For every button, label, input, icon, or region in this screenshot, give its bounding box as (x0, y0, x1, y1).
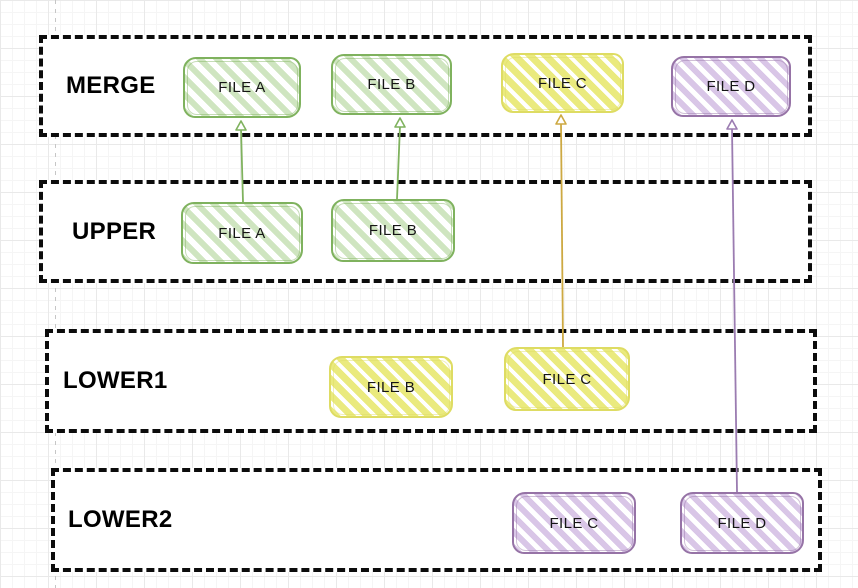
file-box-merge-file-d[interactable]: FILE D (671, 56, 791, 117)
file-box-upper-file-b[interactable]: FILE B (331, 199, 455, 262)
file-label: FILE B (367, 76, 416, 93)
file-box-lower2-file-c[interactable]: FILE C (512, 492, 636, 554)
file-label: FILE B (366, 378, 416, 396)
file-box-upper-file-a[interactable]: FILE A (181, 202, 303, 264)
layer-label-merge: MERGE (66, 72, 156, 99)
page-guide-line (55, 0, 56, 588)
layer-label-lower2: LOWER2 (68, 506, 173, 533)
layer-label-upper: UPPER (72, 217, 157, 245)
file-box-lower2-file-d[interactable]: FILE D (680, 492, 804, 554)
file-box-merge-file-a[interactable]: FILE A (183, 57, 301, 118)
file-label: FILE C (542, 370, 592, 388)
file-label: FILE A (218, 224, 266, 242)
file-box-lower1-file-c[interactable]: FILE C (504, 347, 630, 411)
file-label: FILE C (549, 514, 599, 532)
file-box-merge-file-b[interactable]: FILE B (331, 54, 452, 115)
arrow-lower2-file-d-to-merge-file-d[interactable] (726, 119, 738, 493)
file-label: FILE D (706, 78, 756, 95)
file-label: FILE C (537, 74, 588, 92)
file-label: FILE B (368, 222, 418, 239)
layer-label-lower1: LOWER1 (63, 367, 168, 394)
file-label: FILE A (218, 79, 266, 96)
file-label: FILE D (717, 514, 767, 532)
file-box-lower1-file-b[interactable]: FILE B (329, 356, 453, 418)
file-box-merge-file-c[interactable]: FILE C (501, 53, 624, 113)
